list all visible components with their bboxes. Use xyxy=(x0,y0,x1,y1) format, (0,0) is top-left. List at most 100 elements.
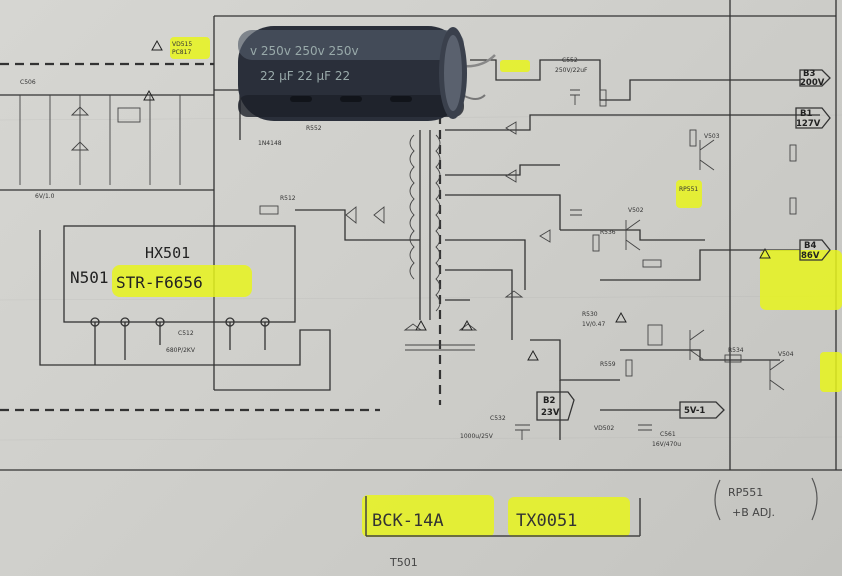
label-c552: C552 xyxy=(562,57,578,64)
value-c561: 16V/470u xyxy=(652,441,681,448)
value-c552: 250V/22uF xyxy=(555,67,588,74)
transformer-t501 xyxy=(409,129,470,320)
output-b2: B2 23V xyxy=(536,391,575,421)
cap-c561 xyxy=(638,424,652,431)
diode-c xyxy=(505,169,517,183)
handwritten-parens xyxy=(714,477,818,521)
ic-designator: N501 xyxy=(70,268,109,287)
label-r530: R530 xyxy=(582,311,598,318)
diode-b1 xyxy=(505,121,517,135)
value-c506: 6V/1.0 xyxy=(35,193,55,200)
resistor-r534 xyxy=(724,354,742,363)
resistor-r512 xyxy=(259,205,279,215)
highlight-r-area xyxy=(760,250,842,310)
label-r536: R536 xyxy=(600,229,616,236)
ic-hx501-box xyxy=(63,225,296,323)
line-e xyxy=(470,239,526,290)
electrolytic-capacitor: v 250v 250v 250v 22 µF 22 µF 22 xyxy=(238,26,496,121)
output-b4: B4 86V xyxy=(799,239,831,261)
handwritten-note-line1: RP551 xyxy=(728,486,763,499)
diode-vd502 xyxy=(504,290,524,298)
highlight-vd515 xyxy=(170,37,210,59)
output-b1-id: B1 xyxy=(800,109,812,119)
value-c532: 1000u/25V xyxy=(460,433,494,440)
cap-c532 xyxy=(515,424,530,440)
ic-drain xyxy=(295,209,420,241)
label-v502: V502 xyxy=(628,207,644,214)
label-r559: R559 xyxy=(600,361,616,368)
b1-line xyxy=(470,114,820,131)
handwritten-transformer-ref: T501 xyxy=(389,556,418,569)
cap-c5 xyxy=(570,209,582,216)
input-components xyxy=(19,95,181,185)
output-b3: B3 200V xyxy=(799,69,831,88)
transistor-v503 xyxy=(699,139,715,171)
label-r512: R512 xyxy=(280,195,296,202)
b3-line xyxy=(470,59,800,101)
resistor-r559 xyxy=(625,359,633,377)
warning-icons xyxy=(143,39,771,361)
capacitor-rating: v 250v 250v 250v xyxy=(250,44,359,58)
choke-l501 xyxy=(117,107,141,123)
label-v503: V503 xyxy=(704,133,720,140)
label-pc817: PC817 xyxy=(172,49,191,56)
line-c xyxy=(470,164,560,176)
label-r534: R534 xyxy=(728,347,744,354)
handwritten-transformer-alt: TX0051 xyxy=(516,511,577,531)
line-h xyxy=(530,339,620,381)
line-f xyxy=(470,269,513,340)
label-c506: C506 xyxy=(20,79,36,86)
output-b1: B1 127V xyxy=(795,107,831,129)
transistor-v xyxy=(689,329,705,361)
ic-ground xyxy=(39,230,331,391)
output-b2-id: B2 xyxy=(543,396,555,406)
highlight-vd xyxy=(500,60,530,72)
b4-line xyxy=(600,249,800,281)
label-c512: C512 xyxy=(178,330,194,337)
label-rp551: RP551 xyxy=(679,186,698,193)
resistor-r5 xyxy=(592,234,600,252)
highlight-part xyxy=(112,265,252,297)
highlight-tx xyxy=(508,497,630,537)
handwritten-bracket xyxy=(365,496,641,537)
line-g xyxy=(560,229,705,241)
resistor-r6 xyxy=(642,259,662,268)
capacitor-value: 22 µF 22 µF 22 xyxy=(260,69,350,83)
handwritten-transformer-code: BCK-14A xyxy=(372,511,444,531)
value-c514: 1N4148 xyxy=(258,140,282,147)
resistor-r xyxy=(599,89,607,107)
line-d xyxy=(470,194,561,230)
label-v504: V504 xyxy=(778,351,794,358)
resistor-r2 xyxy=(689,129,697,147)
output-5v1: 5V-1 xyxy=(679,401,725,419)
zener-box xyxy=(647,324,663,346)
output-b2-voltage: 23V xyxy=(541,408,560,418)
handwritten-note-line2: +B ADJ. xyxy=(732,506,775,519)
label-vd515: VD515 xyxy=(172,41,192,48)
output-5v1-voltage: 5V-1 xyxy=(684,406,705,416)
input-diodes xyxy=(70,106,90,151)
ic-pins xyxy=(94,322,266,365)
transistor-v504 xyxy=(769,359,785,391)
resistor-r4 xyxy=(789,197,797,215)
cap-y xyxy=(405,344,475,351)
label-c561: C561 xyxy=(660,431,676,438)
output-b4-id: B4 xyxy=(804,241,816,251)
highlight-r-right xyxy=(820,352,842,392)
output-b4-voltage: 86V xyxy=(801,251,820,261)
resistor-r3 xyxy=(789,144,797,162)
cap-c552 xyxy=(570,89,580,105)
diode-vd503 xyxy=(539,229,551,243)
transistor-v502 xyxy=(625,219,641,251)
rail-a xyxy=(214,89,241,140)
output-b3-voltage: 200V xyxy=(800,78,825,88)
line-j xyxy=(620,349,780,361)
snubber-diodes xyxy=(345,206,385,224)
value-c512: 680P/2KV xyxy=(166,347,196,354)
highlight-bck xyxy=(362,495,494,537)
label-vd502: VD502 xyxy=(594,425,614,432)
highlight-rp551 xyxy=(676,180,702,208)
ic-name: HX501 xyxy=(145,244,190,262)
